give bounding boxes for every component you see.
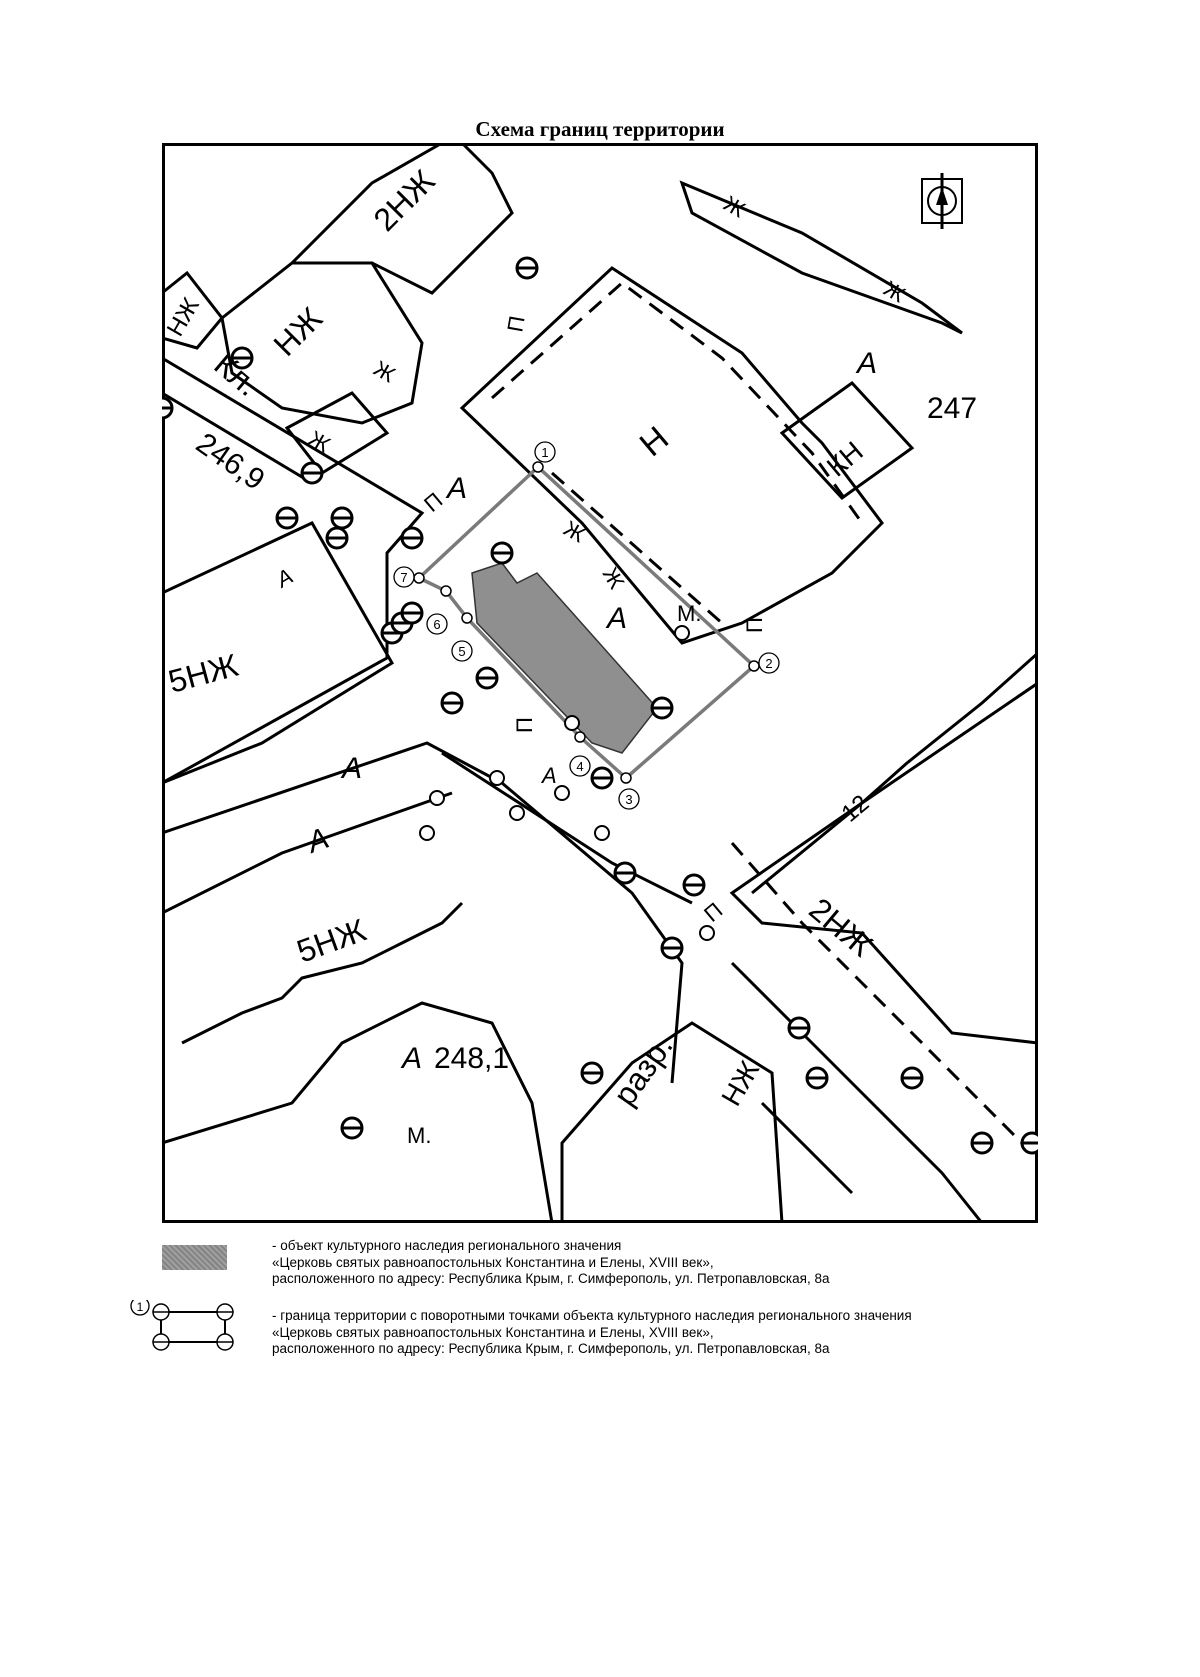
building-small-zh <box>284 391 390 475</box>
building-top-right <box>679 180 963 335</box>
building-5nzh-left <box>162 521 395 785</box>
point-label-3: 3 <box>618 788 640 810</box>
point-label-2: 2 <box>758 652 780 674</box>
svg-text:5: 5 <box>458 644 465 659</box>
building-2nzh-top <box>288 143 514 295</box>
svg-text:А: А <box>540 763 557 788</box>
svg-text:А: А <box>400 1042 422 1075</box>
svg-text:М.: М. <box>677 601 701 626</box>
point-label-7: 7 <box>393 566 415 588</box>
legend-line: «Церковь святых равноапостольных Констан… <box>272 1254 714 1270</box>
legend-heritage-swatch <box>162 1245 227 1270</box>
map-frame: 1 2 3 4 5 6 7 <box>162 143 1038 1223</box>
building-kn <box>779 381 915 500</box>
svg-text:2: 2 <box>765 656 772 671</box>
tree-symbols <box>162 256 1038 1155</box>
building-n <box>459 266 884 645</box>
legend-boundary-symbol: 1 <box>128 1296 238 1365</box>
svg-text:6: 6 <box>433 617 440 632</box>
point-label-1: 1 <box>534 441 556 463</box>
fence-lines <box>491 281 1024 1145</box>
svg-text:247: 247 <box>927 392 977 425</box>
legend-point-number: 1 <box>137 1300 144 1314</box>
legend-line: расположенного по адресу: Республика Кры… <box>272 1271 830 1286</box>
north-arrow-icon <box>921 173 963 229</box>
turning-points <box>413 461 760 784</box>
legend-line: - объект культурного наследия региональн… <box>272 1238 622 1253</box>
building-razr <box>560 1021 784 1223</box>
point-label-5: 5 <box>451 640 473 662</box>
svg-text:П: П <box>742 617 767 633</box>
building-outlines <box>162 143 1038 1223</box>
svg-text:248,1: 248,1 <box>434 1042 509 1075</box>
building-nzh-tiny <box>162 270 224 350</box>
point-labels: 1 2 3 4 5 6 7 <box>393 441 780 810</box>
legend-heritage-text: - объект культурного наследия региональн… <box>272 1238 829 1288</box>
svg-text:А: А <box>605 602 627 635</box>
point-label-6: 6 <box>426 613 448 635</box>
svg-text:П: П <box>502 314 529 334</box>
svg-text:1: 1 <box>541 445 548 460</box>
legend-line: - граница территории с поворотными точка… <box>272 1308 912 1323</box>
legend-line: расположенного по адресу: Республика Кры… <box>272 1341 830 1356</box>
building-5nzh-bottom <box>162 1001 554 1223</box>
building-2nzh-bottom <box>729 681 1038 1045</box>
svg-text:А: А <box>445 472 467 505</box>
point-label-4: 4 <box>569 755 591 777</box>
svg-text:7: 7 <box>400 570 407 585</box>
svg-text:А: А <box>855 347 877 380</box>
svg-text:М.: М. <box>407 1123 431 1148</box>
svg-text:А: А <box>340 752 362 785</box>
svg-text:П: П <box>512 717 537 733</box>
svg-text:4: 4 <box>576 759 583 774</box>
legend-line: «Церковь святых равноапостольных Констан… <box>272 1324 714 1340</box>
legend-boundary-text: - граница территории с поворотными точка… <box>272 1308 912 1358</box>
svg-text:3: 3 <box>625 792 632 807</box>
shrub-symbols <box>419 625 715 941</box>
map-title: Схема границ территории <box>475 117 725 141</box>
building-nzh-left <box>220 261 424 425</box>
